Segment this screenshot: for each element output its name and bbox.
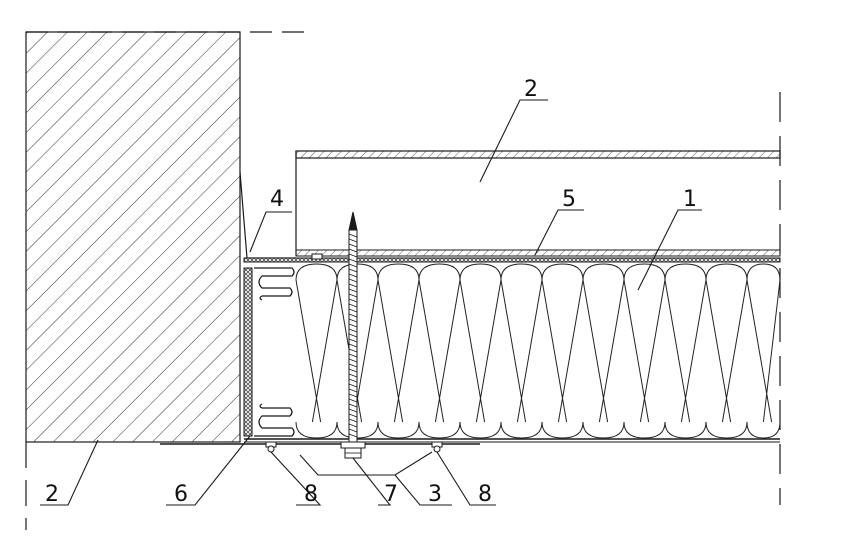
leader-lines (40, 99, 702, 506)
label-seal-strip: 6 (174, 482, 188, 507)
insulation-fibers (295, 263, 781, 439)
label-sealant-joint: 4 (270, 187, 284, 212)
rivet-left (265, 441, 277, 453)
label-insulation-core: 1 (683, 187, 697, 212)
wall-section (25, 31, 304, 530)
screw (340, 211, 366, 459)
rivet-right (431, 441, 443, 453)
label-wall: 2 (45, 482, 59, 507)
label-rivet-right: 8 (478, 482, 492, 507)
label-skin-bottom: 3 (428, 482, 442, 507)
label-screw: 7 (384, 482, 398, 507)
sealant-joint (239, 171, 296, 259)
panel-skins (160, 257, 781, 445)
insulation-core (295, 263, 781, 439)
screw-thread-lines (348, 233, 358, 438)
upper-slab (295, 92, 781, 505)
label-rivet-left: 8 (304, 482, 318, 507)
label-skin-top: 5 (562, 187, 576, 212)
seal-strip (243, 267, 295, 437)
label-upper-slab: 2 (524, 77, 538, 102)
rivet-top (311, 253, 323, 260)
